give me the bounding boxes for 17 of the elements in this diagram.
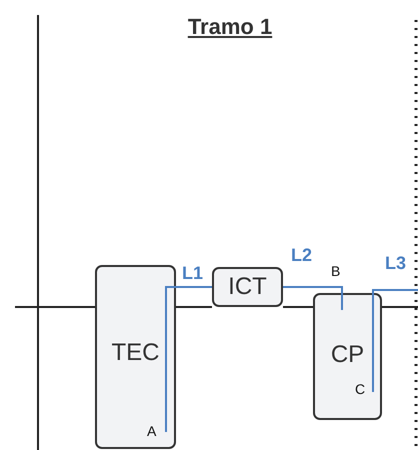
node-label: ICT <box>227 273 268 301</box>
connector-line <box>283 306 313 308</box>
equipment-box <box>313 293 382 420</box>
equipment-box <box>95 265 176 449</box>
endpoint-label: C <box>355 381 366 397</box>
cable-line <box>372 289 418 392</box>
node-label: CP <box>330 341 366 369</box>
connector-line <box>176 306 212 308</box>
connector-line <box>15 306 95 308</box>
title: Tramo 1 <box>186 14 274 40</box>
equipment-box <box>212 267 283 307</box>
endpoint-label: A <box>147 423 156 439</box>
node-label: TEC <box>110 339 160 367</box>
endpoint-label: B <box>331 263 340 279</box>
cable-line <box>283 286 343 310</box>
connector-line <box>382 306 418 308</box>
cable-line <box>165 286 212 432</box>
